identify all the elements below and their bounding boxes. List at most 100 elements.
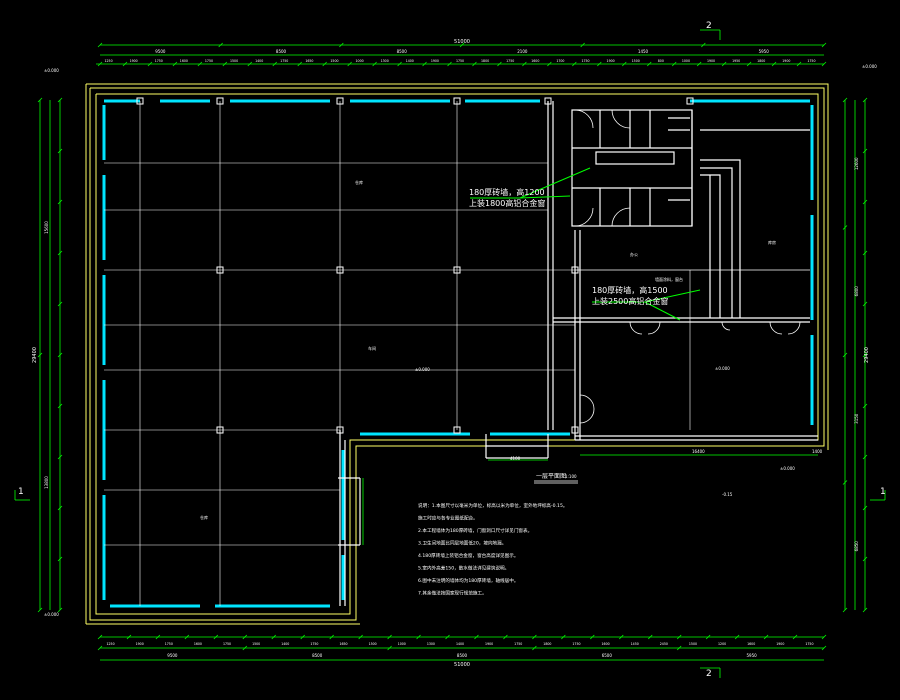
dimension-tick (242, 645, 248, 651)
dimension-tick (57, 199, 63, 205)
dimension-tick (621, 61, 627, 67)
dim-bottom-detail: 1900 (776, 642, 784, 646)
dimension-tick (696, 61, 702, 67)
dim-east-bay: 1400 (812, 449, 823, 454)
note-line: 施工时应与各专业图纸配合。 (418, 515, 478, 522)
dim-bottom-segment: 5950 (747, 653, 758, 658)
dimension-tick (347, 61, 352, 67)
dim-bottom-detail: 1750 (514, 642, 522, 646)
windows (102, 99, 814, 608)
door-swings (574, 109, 801, 424)
dimension-tick (597, 61, 602, 67)
dimension-tick (547, 61, 552, 67)
dimension-tick (222, 61, 228, 67)
dimension-tick (676, 645, 682, 651)
dimension-tick (862, 97, 868, 103)
note-line: 7.其余做法按国家现行规范施工。 (418, 590, 487, 597)
dimension-tick (862, 352, 868, 358)
dimension-tick (126, 634, 132, 640)
dim-top-segment: 5950 (759, 49, 770, 54)
dimension-tick (57, 97, 63, 103)
dimension-tick (300, 634, 306, 640)
dim-bottom-detail: 1900 (136, 642, 144, 646)
dim-top-detail: 1750 (155, 59, 163, 63)
dim-top-detail: 1800 (757, 59, 765, 63)
dim-bottom-overall: 51000 (454, 662, 470, 668)
dim-bottom-detail: 1750 (572, 642, 580, 646)
dim-top-segment: 2100 (517, 49, 528, 54)
dimension-tick (57, 352, 63, 358)
callout-wall-1-line1: 180厚砖墙，高1200 (469, 187, 545, 197)
dimension-tick (842, 352, 848, 358)
dimension-tick (97, 645, 103, 651)
dim-bottom-segment: 6500 (602, 653, 613, 658)
dim-bottom-detail: 1450 (631, 642, 639, 646)
dimension-tick (532, 634, 537, 640)
dim-bottom-segment: 9500 (167, 653, 178, 658)
dimension-tick (37, 607, 43, 613)
dim-top-detail: 1950 (732, 59, 740, 63)
dimension-tick (532, 645, 537, 651)
dimension-tick (646, 61, 652, 67)
dimension-tick (842, 97, 848, 103)
dimension-tick (397, 61, 402, 67)
dimension-tick (474, 634, 479, 640)
room-hall: 车间 (368, 345, 376, 351)
dimension-tick (57, 403, 63, 409)
dimension-tick (172, 61, 178, 67)
level-top-left: ±0.000 (44, 68, 59, 73)
dimension-tick (57, 556, 63, 562)
dimension-tick (358, 634, 363, 640)
dim-top-detail: 1750 (280, 59, 288, 63)
columns (136, 97, 694, 434)
dimension-tick (387, 645, 392, 651)
dim-top-detail: 1800 (481, 59, 489, 63)
dimension-tick (497, 61, 502, 67)
dim-bottom-detail: 1500 (689, 642, 697, 646)
dim-entrance: 4100 (510, 456, 521, 461)
dim-top-detail: 1900 (607, 59, 615, 63)
dimension-tick (862, 505, 868, 511)
dimension-tick (821, 61, 827, 67)
dimension-tick (57, 454, 63, 460)
dimension-tick (561, 634, 566, 640)
dim-top-detail: 1750 (456, 59, 464, 63)
level-inner: ±0.000 (715, 366, 730, 371)
callout-leaders (470, 167, 701, 321)
section-mark-top: 2 (706, 21, 712, 31)
callout-wall-2-line2: 上装2500高铝合金窗 (592, 296, 668, 306)
room-annex: 仓库 (200, 514, 208, 520)
dim-top-detail: 1500 (632, 59, 640, 63)
dim-right-segment: 6850 (854, 541, 859, 552)
dimension-tick (821, 42, 827, 48)
callout-wall-2-line1: 180厚砖墙，高1500 (592, 285, 668, 295)
dimension-tick (842, 225, 848, 230)
dimension-tick (580, 42, 585, 48)
dim-bottom-segment: 8500 (312, 653, 323, 658)
dim-bottom-detail: 1600 (194, 642, 202, 646)
dimension-tick (721, 61, 727, 67)
dimension-tick (862, 607, 868, 613)
dimension-tick (155, 634, 161, 640)
dimension-tick (37, 352, 43, 358)
dim-top-segment: 8500 (276, 49, 287, 54)
dim-top-detail: 1500 (330, 59, 338, 63)
dim-left-overall: 29400 (32, 347, 38, 363)
level-exterior: -0.15 (722, 492, 733, 497)
dim-top-detail: 1750 (807, 59, 815, 63)
dim-south-bay: 16400 (692, 449, 705, 454)
dimension-tick (671, 61, 677, 67)
dimension-tick (472, 61, 477, 67)
dimension-ticks (37, 42, 868, 651)
dim-bottom-detail: 1300 (427, 642, 435, 646)
dim-bottom-detail: 1750 (223, 642, 231, 646)
dimension-tick (271, 634, 277, 640)
dimension-tick (821, 645, 827, 651)
dimension-tick (197, 61, 203, 67)
dim-top-detail: 1900 (707, 59, 715, 63)
dim-top-detail: 1750 (205, 59, 213, 63)
dim-right-segment: 6800 (854, 286, 859, 297)
